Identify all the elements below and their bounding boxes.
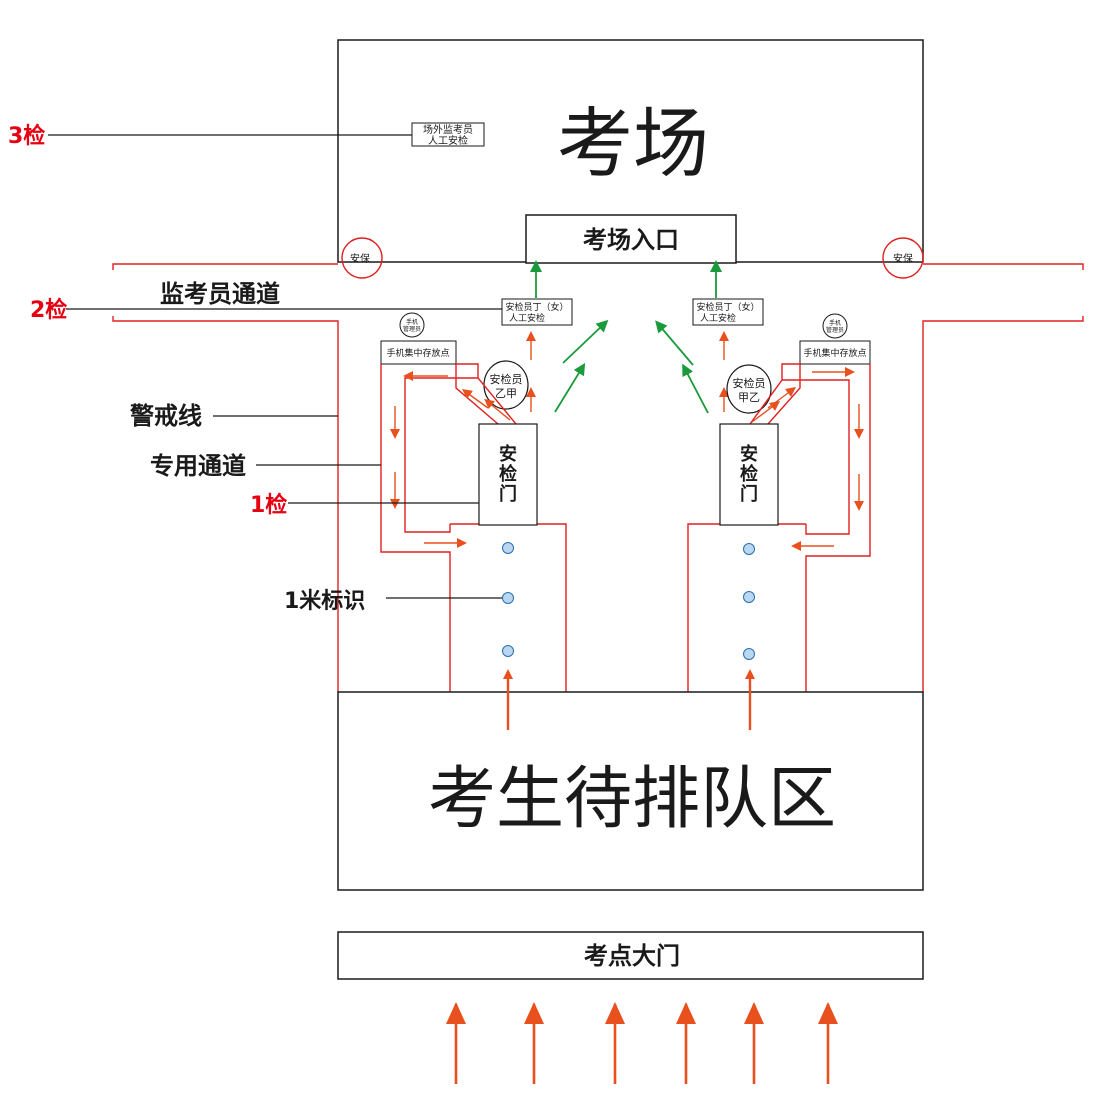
green-arrow-right-mid [655,320,694,366]
security-guard-right [882,237,924,279]
security-guard-right-label: 安保 [893,252,913,265]
security-guard-left [341,237,383,279]
one-meter-dot [743,648,755,660]
security-guard-left-label: 安保 [350,252,370,265]
security-door-left [478,423,538,526]
security-door-left-char2: 检 [499,463,517,485]
inspector-right-line1: 安检员 [733,376,766,390]
security-door-right [719,423,779,526]
check2-label: 2检 [30,297,67,323]
entry-arrow-head [446,1002,466,1024]
security-door-left-char1: 安 [499,443,517,465]
phone-manager-right-circle [822,313,848,339]
outside-proctor-line2: 人工安检 [428,134,468,147]
exam-entrance-label: 考场入口 [583,226,679,254]
one-meter-dot [502,592,514,604]
one-meter-dot [502,645,514,657]
security-door-right-char2: 检 [740,463,758,485]
proctor-channel-top [112,263,1084,270]
right-inner-diag [767,364,801,425]
inspector-right-line2: 甲乙 [738,391,760,404]
phone-manager-left-line2: 管理员 [403,325,421,333]
female-inspector-left-line2: 人工安检 [509,312,545,324]
right-storage-diag [749,363,800,425]
entry-arrow-head [524,1002,544,1024]
special-channel-label: 专用通道 [150,452,246,480]
right-inner-channel [782,379,850,535]
waiting-area-title: 考生待排队区 [428,760,836,839]
female-inspector-left-box [501,298,573,326]
left-inner-diag [455,364,499,425]
check3-label: 3检 [8,123,45,149]
right-outer-channel [805,364,871,692]
entry-arrow-head [744,1002,764,1024]
inspector-left-line2: 乙甲 [495,387,517,400]
inspector-left-line1: 安检员 [490,372,523,386]
entry-arrow-head [818,1002,838,1024]
entry-arrows [446,1002,838,1084]
inspector-right-circle [726,364,772,414]
entry-arrow-head [676,1002,696,1024]
security-door-left-char3: 门 [499,483,517,505]
female-inspector-right-line2: 人工安检 [700,312,736,324]
check1-label: 1检 [250,492,287,518]
gate-box [337,931,924,980]
phone-storage-left-label: 手机集中存放点 [386,347,449,359]
left-storage-diag [456,363,517,425]
waiting-area-box [337,691,924,891]
left-outer-channel [380,364,451,692]
one-meter-mark-label: 1米标识 [284,588,365,614]
proctor-channel-label: 监考员通道 [160,280,280,308]
phone-storage-right-box [799,340,871,365]
entry-arrow-head [605,1002,625,1024]
phone-manager-right-line1: 手机 [829,319,841,327]
security-door-right-char1: 安 [740,443,758,465]
cordon-label: 警戒线 [129,402,202,430]
one-meter-dot [743,591,755,603]
one-meter-dot [743,543,755,555]
green-arrow-right-low [682,363,709,414]
exam-room-title: 考场 [557,99,709,188]
exam-entrance-box [525,214,737,264]
phone-storage-left-box [380,340,457,365]
left-inner-channel [404,377,478,533]
phone-manager-left-line1: 手机 [406,318,418,326]
proctor-channel-bottom [112,316,1084,692]
female-inspector-left-line1: 安检员丁（女） [505,301,568,313]
green-arrow-left-mid [562,319,609,364]
female-inspector-right-line1: 安检员丁（女） [696,301,759,313]
female-inspector-right-box [692,298,764,326]
orange-arrow-right-diag-1 [767,387,796,409]
security-door-right-char3: 门 [740,483,758,505]
one-meter-dot [502,542,514,554]
phone-storage-right-label: 手机集中存放点 [803,347,866,359]
gate-label: 考点大门 [584,942,680,970]
phone-manager-left-circle [399,312,425,338]
green-arrow-left-low [554,362,586,413]
phone-manager-right-line2: 管理员 [826,326,844,334]
orange-arrow-right-diag-2 [751,401,780,423]
orange-arrow-left-diag-2 [484,398,511,421]
outside-proctor-line1: 场外监考员 [423,123,473,136]
